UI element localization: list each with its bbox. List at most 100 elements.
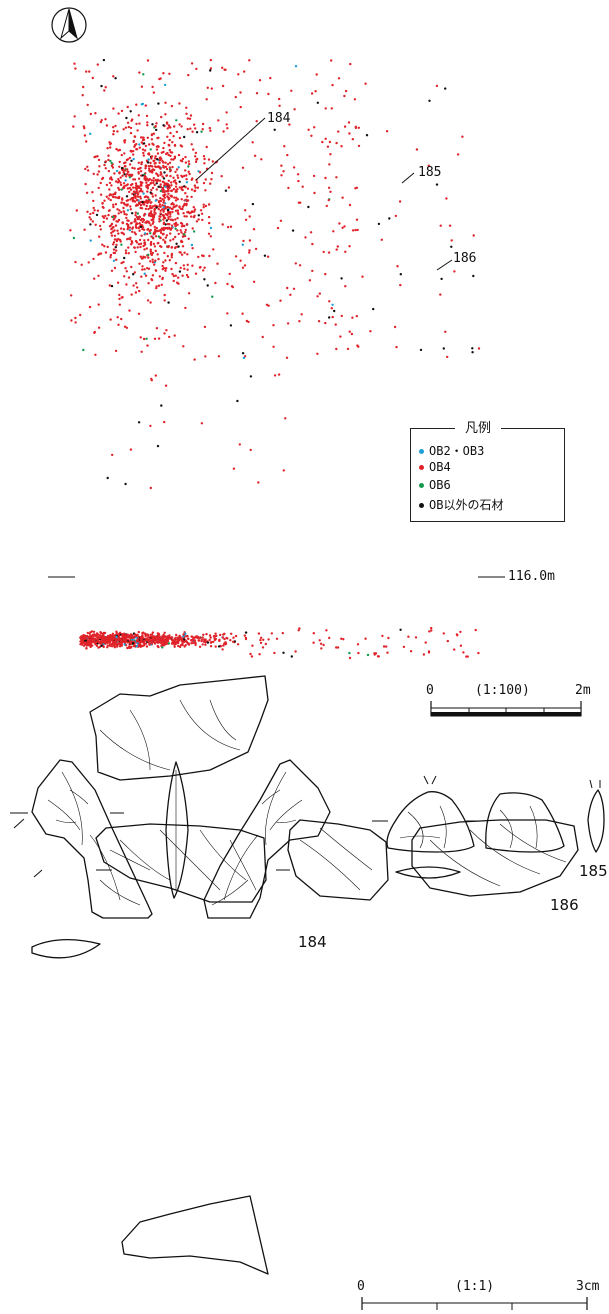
find-spot-point [135, 103, 138, 106]
find-spot-point [116, 229, 119, 232]
find-spot-point [207, 232, 211, 235]
find-spot-point [148, 212, 151, 215]
find-spot-point [213, 635, 216, 638]
find-spot-point [304, 236, 307, 239]
find-spot-point [277, 373, 281, 376]
find-spot-point [322, 250, 325, 254]
find-spot-point [178, 206, 181, 209]
find-spot-point [133, 167, 136, 170]
find-spot-point [116, 196, 119, 199]
find-spot-point [167, 642, 171, 645]
find-spot-point [285, 356, 289, 359]
find-spot-point [104, 214, 107, 218]
find-spot-point [201, 122, 205, 126]
find-spot-point [149, 201, 152, 204]
find-spot-point [195, 635, 198, 638]
find-spot-point [249, 375, 253, 378]
find-spot-point [300, 313, 303, 316]
find-spot-point [158, 220, 161, 223]
find-spot-point [193, 208, 197, 211]
find-spot-point [110, 234, 114, 237]
find-spot-point [372, 307, 375, 311]
find-spot-point [110, 269, 114, 272]
find-spot-point [99, 181, 102, 185]
find-spot-point [138, 71, 141, 74]
find-spot-point [110, 645, 114, 648]
find-spot-point [366, 653, 370, 657]
find-spot-point [136, 286, 139, 289]
find-spot-point [177, 166, 180, 169]
find-spot-point [422, 653, 426, 656]
find-spot-point [399, 628, 402, 631]
find-spot-point [140, 85, 144, 88]
find-spot-point [195, 67, 198, 71]
find-spot-point [153, 263, 156, 266]
find-spot-point [321, 140, 324, 144]
find-spot-point [168, 223, 171, 226]
find-spot-point [161, 175, 164, 178]
find-spot-point [210, 171, 214, 175]
find-spot-point [144, 104, 147, 107]
find-spot-point [176, 217, 179, 220]
find-spot-point [85, 634, 89, 638]
find-spot-point [158, 205, 161, 208]
find-spot-point [327, 186, 331, 189]
find-spot-point [148, 643, 151, 646]
find-spot-point [190, 642, 193, 645]
find-spot-point [122, 233, 126, 236]
find-spot-point [191, 264, 194, 267]
find-spot-point [221, 66, 224, 70]
find-spot-point [343, 94, 346, 98]
find-spot-point [414, 636, 418, 639]
find-spot-point [136, 633, 139, 636]
find-spot-point [201, 218, 204, 222]
find-spot-point [170, 246, 173, 249]
find-spot-point [154, 374, 157, 377]
find-spot-point [127, 246, 130, 249]
find-spot-point [169, 154, 172, 158]
find-spot-point [178, 270, 182, 273]
find-spot-point [142, 192, 145, 195]
find-spot-point [190, 195, 193, 199]
find-spot-point [163, 196, 166, 199]
find-spot-point [168, 184, 171, 187]
find-spot-point [297, 179, 300, 183]
find-spot-point [104, 118, 107, 121]
find-spot-point [122, 228, 126, 231]
find-spot-point [242, 356, 246, 360]
find-spot-point [120, 231, 123, 234]
find-spot-point [157, 284, 161, 287]
find-spot-point [154, 161, 157, 165]
find-spot-point [163, 141, 166, 145]
find-spot-point [223, 68, 226, 71]
find-spot-point [154, 249, 157, 253]
find-spot-point [119, 176, 122, 179]
find-spot-point [184, 186, 187, 189]
find-spot-point [110, 231, 113, 235]
map-scale-ratio: (1:100) [475, 683, 530, 698]
find-spot-point [145, 337, 148, 340]
find-spot-point [209, 636, 212, 639]
find-spot-point [117, 323, 120, 326]
find-spot-point [149, 252, 153, 255]
find-spot-point [119, 183, 123, 187]
find-spot-point [248, 239, 252, 242]
find-spot-point [203, 266, 206, 269]
find-spot-point [272, 324, 275, 327]
find-spot-point [88, 70, 91, 73]
find-spot-point [135, 191, 139, 194]
find-spot-point [127, 170, 130, 174]
find-spot-point [337, 77, 341, 80]
find-spot-point [207, 158, 211, 161]
find-spot-point [202, 633, 205, 636]
find-spot-point [180, 174, 183, 177]
find-spot-point [113, 172, 116, 175]
find-spot-point [186, 268, 189, 271]
find-spot-point [164, 161, 167, 164]
find-spot-point [386, 651, 389, 654]
find-spot-point [132, 157, 135, 161]
find-spot-point [428, 99, 431, 103]
find-spot-point [169, 228, 172, 231]
find-spot-point [348, 245, 351, 248]
